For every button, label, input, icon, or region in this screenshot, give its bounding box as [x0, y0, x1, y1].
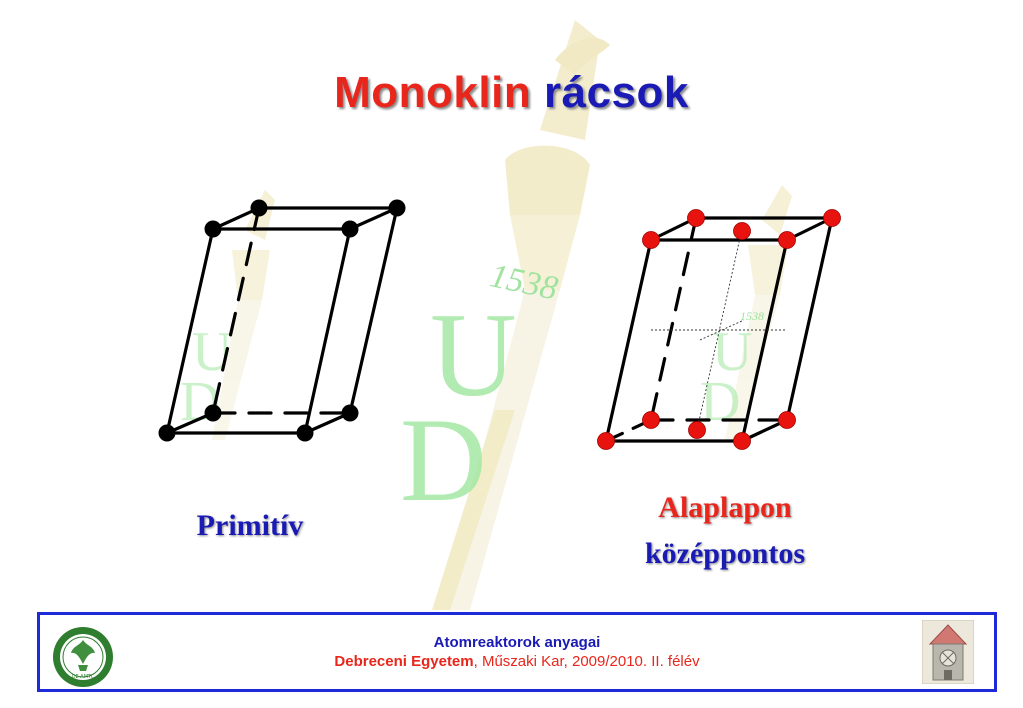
label-base-centered-line2: középpontos	[644, 537, 806, 570]
lattice-point	[687, 209, 705, 227]
lattice-point	[341, 404, 359, 422]
edge	[740, 238, 789, 443]
primitive-points	[158, 199, 406, 442]
lattice-point	[597, 432, 615, 450]
watermark-letter-u: U	[430, 288, 517, 421]
footer-university: Debreceni Egyetem	[334, 653, 474, 670]
footer-bar: DE AMTC Atomreaktorok anyagai Debreceni …	[37, 612, 997, 692]
svg-text:DE AMTC: DE AMTC	[72, 674, 95, 680]
edge	[785, 216, 834, 422]
lattice-point	[158, 424, 176, 442]
lattice-point	[204, 404, 222, 422]
base-centered-points	[597, 209, 841, 450]
lattice-point	[250, 199, 268, 217]
lattice-point	[778, 231, 796, 249]
label-primitive: Primitív	[196, 509, 304, 542]
edge	[604, 238, 653, 443]
watermark-year-small-2: 1538	[740, 309, 764, 323]
label-base-centered-line1: Alaplapon	[658, 491, 792, 524]
lattice-point	[204, 220, 222, 238]
hidden-edge	[211, 206, 261, 415]
guide-line	[696, 228, 743, 431]
edge	[348, 206, 399, 415]
edge	[303, 227, 352, 435]
lattice-point	[642, 411, 660, 429]
edge	[165, 227, 215, 435]
watermark-letter-d: D	[400, 393, 487, 526]
center-guides	[651, 228, 787, 431]
footer-text: Atomreaktorok anyagai Debreceni Egyetem,…	[40, 633, 994, 671]
primitive-cell	[165, 206, 399, 435]
base-center-point	[688, 421, 706, 439]
footer-institution-line: Debreceni Egyetem, Műszaki Kar, 2009/201…	[40, 652, 994, 671]
lattice-point	[733, 432, 751, 450]
edge	[348, 206, 399, 231]
lattice-point	[823, 209, 841, 227]
title-word-1: Monoklin	[334, 68, 532, 117]
lattice-point	[778, 411, 796, 429]
lattice-point	[296, 424, 314, 442]
lattice-point	[341, 220, 359, 238]
footer-faculty-term: , Műszaki Kar, 2009/2010. II. félév	[473, 653, 700, 670]
watermark-letter-d-small-1: D	[180, 371, 220, 433]
tower-logo	[922, 620, 974, 684]
slide-title: Monoklin rácsok	[0, 68, 1023, 118]
base-center-point	[733, 222, 751, 240]
footer-course-title: Atomreaktorok anyagai	[433, 634, 601, 651]
hidden-edge	[649, 216, 698, 422]
lattice-point	[642, 231, 660, 249]
university-seal-logo: DE AMTC	[53, 627, 113, 687]
watermark-letter-d-small-2: D	[700, 371, 740, 433]
guide-line	[699, 319, 745, 341]
scepter-watermark	[432, 20, 610, 610]
base-centered-cell	[604, 216, 834, 443]
title-word-2: rácsok	[543, 68, 689, 117]
lattice-point	[388, 199, 406, 217]
